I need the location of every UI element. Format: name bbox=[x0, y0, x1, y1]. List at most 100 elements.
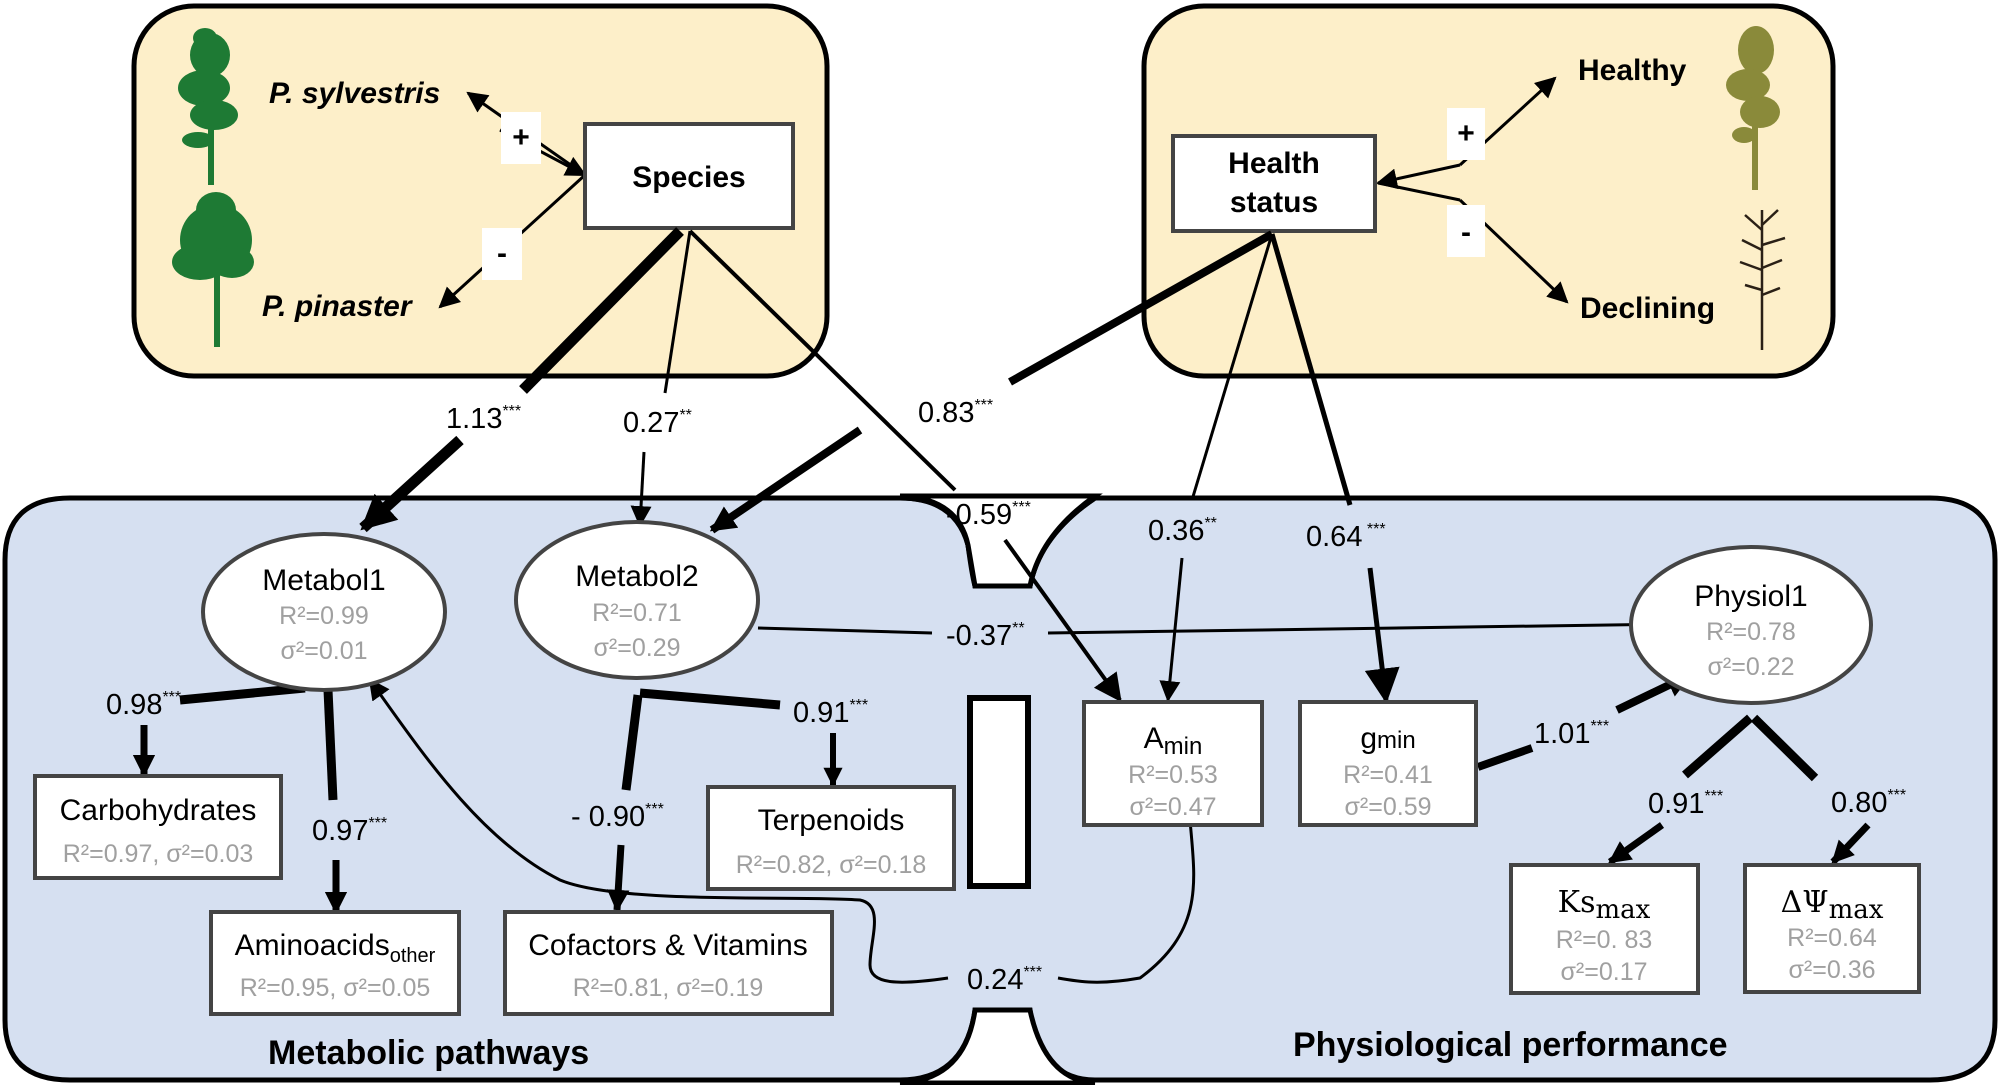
observed-node-carbohydrates: Carbohydrates R²=0.97, σ²=0.03 bbox=[33, 774, 283, 880]
metabol2-s2: σ²=0.29 bbox=[593, 634, 680, 662]
edge-physiol1-ksmax bbox=[1682, 714, 1753, 779]
observed-node-amin: Amin R²=0.53 σ²=0.47 bbox=[1082, 700, 1264, 827]
edge-amin-metabol1 bbox=[1057, 819, 1196, 984]
aminoacids-stats: R²=0.95, σ²=0.05 bbox=[240, 974, 431, 1002]
observed-node-cofactors: Cofactors & Vitamins R²=0.81, σ²=0.19 bbox=[503, 910, 834, 1016]
amin-r2: R²=0.53 bbox=[1128, 761, 1218, 789]
coef-amin-metabol1: 0.24*** bbox=[967, 964, 1042, 996]
edge-metabol2-physiol1 bbox=[757, 626, 933, 635]
health-level-healthy: Healthy bbox=[1578, 54, 1687, 87]
health-minus-sign: - bbox=[1461, 216, 1471, 249]
panel-divider-bottom bbox=[899, 1007, 1096, 1085]
edge-physiol1-dpsimax-arrow bbox=[1830, 822, 1871, 865]
gmin-s2: σ²=0.59 bbox=[1344, 793, 1431, 821]
coef-metabol1-aminoacids: 0.97*** bbox=[312, 815, 387, 847]
physiol1-label: Physiol1 bbox=[1694, 580, 1807, 613]
health-level-declining: Declining bbox=[1580, 292, 1715, 325]
metabol1-s2: σ²=0.01 bbox=[280, 637, 367, 665]
ksmax-r2: R²=0. 83 bbox=[1556, 926, 1653, 954]
coef-metabol1-carbohydrates: 0.98*** bbox=[106, 689, 181, 721]
plus-sign-box bbox=[501, 112, 541, 164]
cofactors-label: Cofactors & Vitamins bbox=[528, 929, 808, 962]
edge-species-metabol1 bbox=[519, 227, 684, 394]
species-node-label: Species bbox=[632, 161, 745, 194]
panel-notch-top bbox=[899, 493, 1103, 589]
plus-sign-box bbox=[1447, 108, 1485, 160]
edge-health-amin-arrow bbox=[1159, 557, 1184, 703]
physiol1-r2: R²=0.78 bbox=[1706, 618, 1796, 646]
health-status-node bbox=[1171, 134, 1377, 233]
species-minus-sign: - bbox=[497, 237, 507, 270]
coef-metabol2-cofactors: - 0.90*** bbox=[571, 801, 664, 833]
observed-node-dpsimax: ΔΨmax R²=0.64 σ²=0.36 bbox=[1743, 863, 1921, 994]
edge-metabol2-cofactors bbox=[621, 694, 643, 791]
edge-health-in2 bbox=[1377, 181, 1461, 202]
coef-metabol2-physiol1: -0.37** bbox=[946, 620, 1025, 652]
carbohydrates-label: Carbohydrates bbox=[60, 794, 257, 827]
cofactors-stats: R²=0.81, σ²=0.19 bbox=[573, 974, 764, 1002]
health-panel bbox=[1141, 3, 1836, 379]
coef-health-gmin: 0.64 *** bbox=[1306, 521, 1386, 553]
coef-physiol1-dpsimax: 0.80*** bbox=[1831, 787, 1906, 819]
edge-metabol2-terpenoids bbox=[639, 688, 781, 710]
edge-species-metabol2 bbox=[663, 230, 692, 394]
physiol1-s2: σ²=0.22 bbox=[1707, 653, 1794, 681]
section-title-metabolic: Metabolic pathways bbox=[268, 1034, 589, 1072]
edge-metabol1-aminoacids bbox=[323, 689, 338, 801]
health-status-label-line2: status bbox=[1230, 186, 1318, 219]
metabol2-r2: R²=0.71 bbox=[592, 599, 682, 627]
species-plus-sign: + bbox=[512, 121, 530, 154]
edge-species-metabol2-arrow bbox=[630, 451, 652, 528]
latent-node-physiol1: Physiol1 R²=0.78 σ²=0.22 bbox=[1629, 545, 1873, 705]
pine-tree-icon bbox=[172, 192, 254, 347]
minus-sign-box bbox=[1447, 205, 1485, 257]
species-level-sylvestris: P. sylvestris bbox=[269, 77, 440, 110]
health-plus-sign: + bbox=[1457, 117, 1475, 150]
edge-physiol1-ksmax-arrow bbox=[1607, 822, 1665, 865]
observed-node-aminoacids: Aminoacidsother R²=0.95, σ²=0.05 bbox=[209, 910, 461, 1016]
ksmax-s2: σ²=0.17 bbox=[1560, 958, 1647, 986]
dpsimax-r2: R²=0.64 bbox=[1787, 924, 1877, 952]
health-status-label-line1: Health bbox=[1228, 147, 1320, 180]
edge-health-metabol2-arrow bbox=[709, 426, 863, 534]
edge-health-in bbox=[1375, 163, 1461, 190]
species-level-pinaster: P. pinaster bbox=[262, 290, 414, 323]
observed-node-gmin: gmin R²=0.41 σ²=0.59 bbox=[1298, 700, 1478, 827]
gmin-label: gmin bbox=[1360, 722, 1415, 755]
metabol2-label: Metabol2 bbox=[575, 560, 698, 593]
edge-health-amin bbox=[1190, 233, 1274, 501]
dpsimax-s2: σ²=0.36 bbox=[1788, 956, 1875, 984]
metabol1-r2: R²=0.99 bbox=[279, 602, 369, 630]
edge-health-metabol2 bbox=[1008, 230, 1274, 386]
section-title-physiological: Physiological performance bbox=[1293, 1026, 1728, 1064]
terpenoids-stats: R²=0.82, σ²=0.18 bbox=[736, 851, 927, 879]
minus-sign-box bbox=[482, 228, 522, 280]
edge-metabol2-physiol1-arrow bbox=[1047, 613, 1681, 635]
terpenoids-label: Terpenoids bbox=[758, 804, 905, 837]
edge-metabol1-carbohydrates bbox=[179, 683, 306, 705]
observed-node-ksmax: Ksmax R²=0. 83 σ²=0.17 bbox=[1509, 863, 1700, 995]
coef-health-metabol2: 0.83*** bbox=[918, 397, 993, 429]
dpsimax-label: ΔΨmax bbox=[1781, 885, 1884, 925]
edge-health-gmin bbox=[1269, 233, 1353, 506]
coef-species-amin: -0.59*** bbox=[946, 499, 1031, 531]
amin-s2: σ²=0.47 bbox=[1129, 793, 1216, 821]
coef-physiol1-ksmax: 0.91*** bbox=[1648, 788, 1723, 820]
coef-species-metabol1: 1.13*** bbox=[446, 403, 521, 435]
observed-node-terpenoids: Terpenoids R²=0.82, σ²=0.18 bbox=[706, 785, 956, 891]
edge-physiol1-dpsimax bbox=[1750, 714, 1819, 782]
coef-species-metabol2: 0.27** bbox=[623, 407, 692, 439]
dead-tree-icon bbox=[1739, 209, 1786, 350]
pine-tree-icon bbox=[178, 28, 238, 185]
coef-metabol2-terpenoids: 0.91*** bbox=[793, 697, 868, 729]
species-node bbox=[583, 122, 795, 230]
aminoacids-label: Aminoacidsother bbox=[235, 929, 436, 967]
metabol1-label: Metabol1 bbox=[262, 564, 385, 597]
edge-species-amin-arrow bbox=[1003, 538, 1122, 703]
edge-health-gmin-arrow bbox=[1364, 567, 1400, 704]
edge-gmin-physiol1 bbox=[1476, 744, 1534, 771]
latent-node-metabol2: Metabol2 R²=0.71 σ²=0.29 bbox=[514, 520, 760, 680]
edge-species-amin bbox=[688, 229, 957, 492]
species-panel bbox=[131, 3, 830, 379]
